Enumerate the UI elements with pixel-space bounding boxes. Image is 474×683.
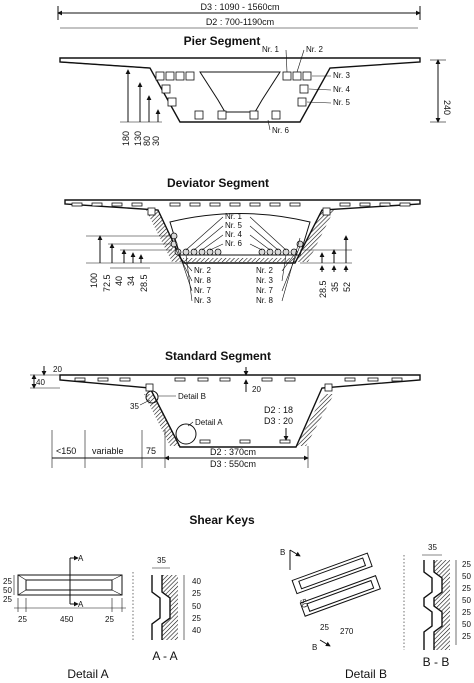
deviator-segment-section: Nr. 1 Nr. 5 Nr. 4 Nr. 6 Nr. 2 Nr. 8 Nr. …	[64, 199, 421, 305]
b-dim-270: 270	[340, 627, 354, 636]
detail-a-caption: Detail A	[67, 667, 108, 681]
pier-label-nr6: Nr. 6	[272, 126, 289, 135]
section-b-b: 35 25 50 25 50 25 50 25 B - B	[403, 543, 471, 669]
pier-segment-section: Nr. 1 Nr. 2 Nr. 3 Nr. 4 Nr. 5 Nr. 6 180 …	[59, 45, 452, 146]
bb-dim-25a: 25	[462, 560, 471, 569]
section-a-a: 35 40 25 50 25 40 A - A	[132, 556, 201, 663]
standard-dim-20-left: 20	[53, 365, 62, 374]
pier-label-nr3: Nr. 3	[333, 71, 350, 80]
section-b-arrow-bottom: B	[312, 643, 317, 652]
section-a-arrow-top: A	[78, 554, 84, 563]
pier-label-nr4: Nr. 4	[333, 85, 350, 94]
shear-keys-title: Shear Keys	[189, 513, 255, 527]
section-a-arrow-bottom: A	[78, 600, 84, 609]
a-left-dim-25b: 25	[3, 595, 12, 604]
deviator-dim-72-5: 72.5	[102, 274, 112, 292]
standard-segment-section: Detail B Detail A 35 20 40 20 D2 : 18 D3…	[30, 365, 421, 469]
deviator-dim-right-52: 52	[342, 282, 352, 292]
a-bottom-dim-25a: 25	[18, 615, 27, 624]
deviator-tendons	[170, 232, 304, 256]
bb-dim-50b: 50	[462, 596, 471, 605]
section-a-a-label: A - A	[152, 649, 177, 663]
bb-dim-25c: 25	[462, 608, 471, 617]
bb-dim-25b: 25	[462, 584, 471, 593]
detail-b-caption: Detail B	[345, 667, 387, 681]
standard-dim-75: 75	[146, 446, 156, 456]
standard-dim-35: 35	[130, 402, 139, 411]
deviator-dim-40: 40	[114, 276, 124, 286]
b-dim-50: 50	[298, 598, 310, 610]
deviator-right-nr8: Nr. 8	[256, 296, 273, 305]
aa-dim-25b: 25	[192, 614, 201, 623]
deviator-segment-title: Deviator Segment	[167, 176, 269, 190]
deviator-right-nr7: Nr. 7	[256, 286, 273, 295]
standard-segment-title: Standard Segment	[165, 349, 271, 363]
deviator-left-nr3: Nr. 3	[194, 296, 211, 305]
pier-dim-30: 30	[151, 136, 161, 146]
detail-b-label: Detail B	[178, 392, 206, 401]
deviator-dim-right-28-5: 28.5	[318, 280, 328, 298]
b-dim-25: 25	[320, 623, 329, 632]
pier-tendons	[155, 71, 312, 120]
aa-top-dim-35: 35	[157, 556, 166, 565]
shear-key-detail-a-plan: A A 25 50 25 25 450 25 Detail A	[3, 554, 126, 681]
deviator-right-nr3: Nr. 3	[256, 276, 273, 285]
standard-dim-variable: variable	[92, 446, 124, 456]
a-left-dim-25a: 25	[3, 577, 12, 586]
deviator-center-nr5: Nr. 5	[225, 221, 242, 230]
pier-dim-180: 180	[121, 131, 131, 146]
detail-a-label: Detail A	[195, 418, 223, 427]
deviator-dim-28-5: 28.5	[139, 274, 149, 292]
bb-dim-50c: 50	[462, 620, 471, 629]
pier-label-nr5: Nr. 5	[333, 98, 350, 107]
deviator-dim-34: 34	[126, 276, 136, 286]
standard-d2-width: D2 : 370cm	[210, 447, 256, 457]
detail-b-marker	[145, 390, 159, 404]
aa-dim-40a: 40	[192, 577, 201, 586]
bb-top-dim-35: 35	[428, 543, 437, 552]
a-bottom-dim-450: 450	[60, 615, 74, 624]
top-dimension-lines: D3 : 1090 - 1560cm D2 : 700-1190cm	[57, 2, 421, 29]
pier-height-240: 240	[442, 100, 452, 115]
deviator-center-nr6: Nr. 6	[225, 239, 242, 248]
aa-dim-50: 50	[192, 602, 201, 611]
bb-dim-50a: 50	[462, 572, 471, 581]
pier-label-nr1: Nr. 1	[262, 45, 279, 54]
standard-dim-lt150: <150	[56, 446, 76, 456]
deviator-deck-ducts	[71, 202, 411, 207]
section-b-arrow-top: B	[280, 548, 285, 557]
pier-dim-80: 80	[142, 136, 152, 146]
standard-d3-thickness: D3 : 20	[264, 416, 293, 426]
aa-dim-25a: 25	[192, 589, 201, 598]
deviator-right-nr2: Nr. 2	[256, 266, 273, 275]
d3-width-label: D3 : 1090 - 1560cm	[200, 2, 279, 12]
pier-label-nr2: Nr. 2	[306, 45, 323, 54]
deviator-dim-100: 100	[89, 273, 99, 288]
deviator-dim-right-35: 35	[330, 282, 340, 292]
bb-dim-25d: 25	[462, 632, 471, 641]
d2-width-label: D2 : 700-1190cm	[206, 17, 274, 27]
pier-dim-130: 130	[133, 131, 143, 146]
standard-deck-ducts	[74, 377, 403, 382]
detail-a-marker	[175, 423, 197, 445]
deviator-left-nr7: Nr. 7	[194, 286, 211, 295]
pier-segment-title: Pier Segment	[184, 34, 261, 48]
deviator-center-nr1: Nr. 1	[225, 212, 242, 221]
standard-d2-thickness: D2 : 18	[264, 405, 293, 415]
deviator-center-nr4: Nr. 4	[225, 230, 242, 239]
standard-d3-width: D3 : 550cm	[210, 459, 256, 469]
standard-dim-40: 40	[36, 378, 45, 387]
standard-dim-20-center: 20	[252, 385, 261, 394]
a-bottom-dim-25b: 25	[105, 615, 114, 624]
aa-dim-40b: 40	[192, 626, 201, 635]
section-b-b-label: B - B	[423, 655, 450, 669]
shear-key-detail-b-plan: B B 50 25 270 Detail B	[280, 548, 387, 681]
deviator-left-nr2: Nr. 2	[194, 266, 211, 275]
deviator-left-nr8: Nr. 8	[194, 276, 211, 285]
a-left-dim-50: 50	[3, 586, 12, 595]
